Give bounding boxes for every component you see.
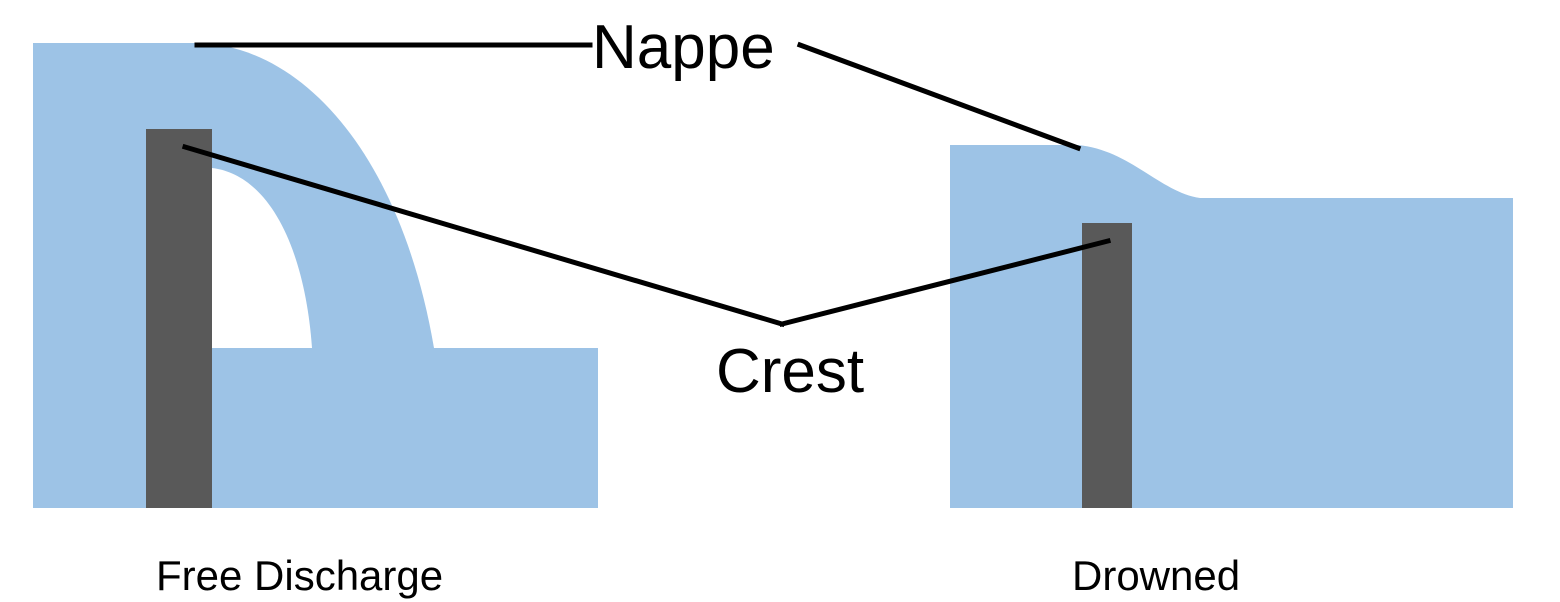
crest-leader-right: [778, 237, 1112, 328]
nappe-label: Nappe: [592, 13, 775, 82]
free-discharge-downstream-pool: [210, 348, 598, 508]
free-discharge-weir-pier: [146, 129, 212, 508]
drowned-weir-pier: [1082, 223, 1132, 508]
free-discharge-panel: [33, 43, 598, 508]
crest-leader-left: [181, 143, 786, 328]
drowned-panel: [950, 145, 1513, 508]
leader-lines: [181, 41, 1112, 328]
drowned-caption: Drowned: [1072, 552, 1240, 599]
drowned-water-body: [950, 145, 1513, 508]
nappe-leader-right: [796, 41, 1082, 152]
crest-label: Crest: [716, 337, 864, 406]
free-discharge-caption: Free Discharge: [156, 552, 443, 599]
free-discharge-nappe-air-pocket: [212, 168, 312, 348]
